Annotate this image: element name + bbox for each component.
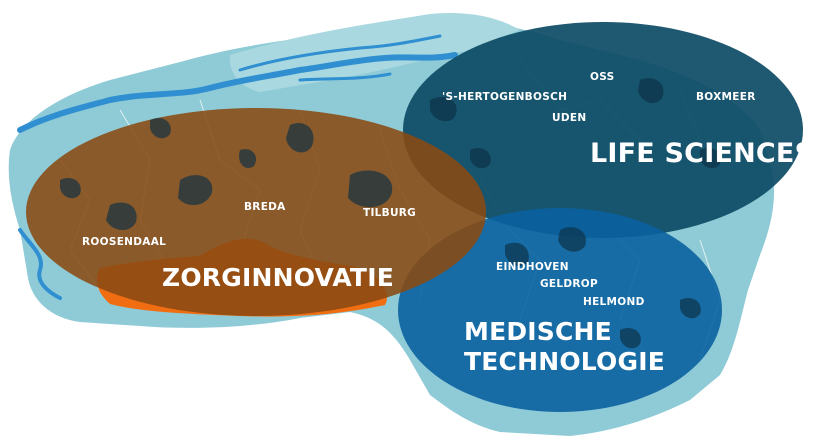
city-helmond: HELMOND [583,296,645,308]
city-geldrop: GELDROP [540,278,598,290]
region-zorginnovatie [26,108,486,316]
city-tilburg: TILBURG [363,207,416,219]
river-main [17,52,458,133]
label-zorginnovatie: ZORGINNOVATIE [162,263,394,292]
label-technologie: TECHNOLOGIE [464,347,665,376]
city-breda: BREDA [244,201,286,213]
city-eindhoven: EINDHOVEN [496,261,569,273]
region-life-sciences [403,22,803,238]
region-medische-technologie [398,208,722,412]
city-s-hertogenbosch: 'S-HERTOGENBOSCH [442,91,567,103]
river-branch-b [298,72,392,82]
label-medische: MEDISCHE [464,317,612,346]
city-roosendaal: ROOSENDAAL [82,236,166,248]
urban-areas [60,78,721,349]
city-oss: OSS [590,71,614,83]
label-life-sciences: LIFE SCIENCES [590,138,814,169]
river-west [18,228,62,300]
city-uden: UDEN [552,112,586,124]
river-branch-a [238,34,442,72]
city-boxmeer: BOXMEER [696,91,756,103]
rivers [17,34,458,300]
